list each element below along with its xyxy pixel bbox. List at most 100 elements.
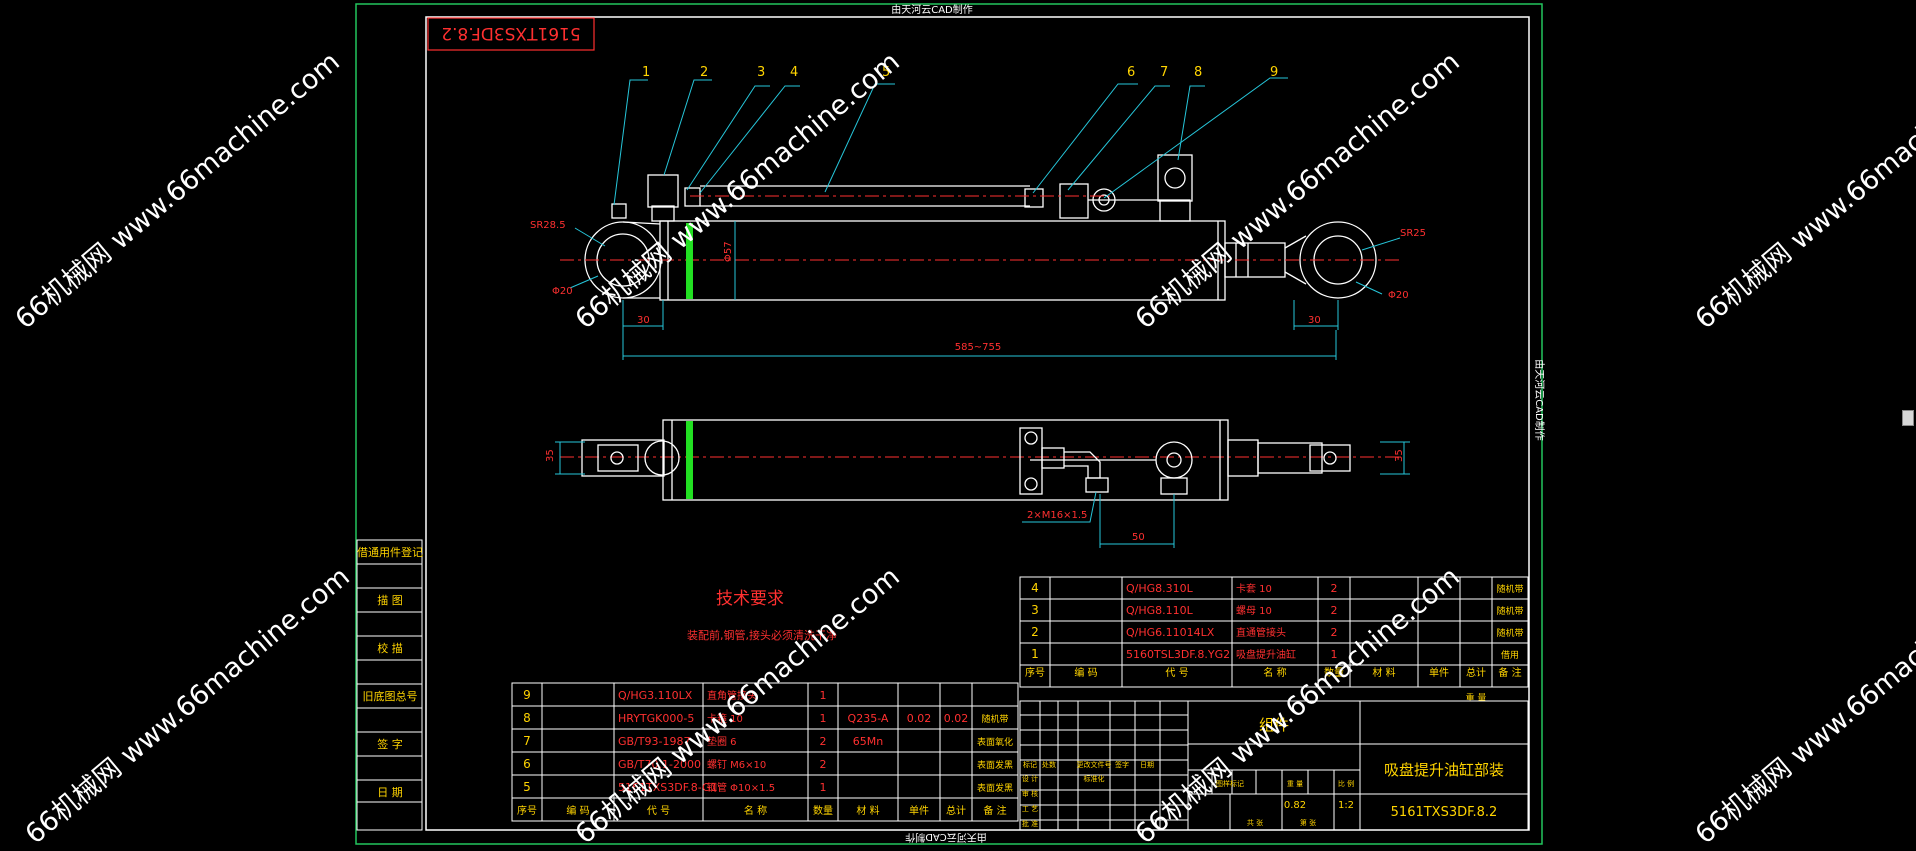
header-cell: 材 料 bbox=[1372, 666, 1395, 679]
callout-6: 6 bbox=[1127, 65, 1135, 80]
leaders bbox=[613, 77, 1288, 206]
callout-7: 7 bbox=[1160, 65, 1168, 80]
part-name: 卡套 10 bbox=[1236, 582, 1272, 595]
sidebar-label: 旧底图总号 bbox=[363, 689, 418, 703]
part-no: 9 bbox=[523, 688, 531, 702]
part-note: 表面发黑 bbox=[977, 782, 1013, 794]
green-marker-top bbox=[686, 223, 693, 299]
sidebar-label: 借通用件登记 bbox=[357, 545, 423, 559]
part-no: 7 bbox=[523, 734, 531, 748]
header-cell: 数量 bbox=[1324, 666, 1344, 679]
tech-req-body: 装配前,钢管,接头必须清洗干净 bbox=[687, 628, 837, 642]
watermark-text: 66机械网 www.66machine.com bbox=[1130, 46, 1466, 335]
dim-dia-right: Φ20 bbox=[1388, 290, 1409, 301]
dim-port-thread: 2×M16×1.5 bbox=[1027, 510, 1087, 521]
part-qty: 2 bbox=[1331, 604, 1338, 617]
dimension-lines-lower bbox=[555, 441, 1410, 548]
header-cell: 单件 bbox=[909, 805, 929, 817]
cylinder-top-view bbox=[581, 419, 1351, 501]
part-note: 随机带 bbox=[1496, 627, 1523, 639]
part-no: 1 bbox=[1031, 647, 1039, 661]
title-label: 工 艺 bbox=[1022, 805, 1038, 813]
dim-pin-right: 30 bbox=[1308, 315, 1321, 326]
part-no: 3 bbox=[1031, 603, 1039, 617]
part-qty: 1 bbox=[1331, 648, 1338, 661]
left-sidebar bbox=[356, 539, 423, 831]
header-cell: 材 料 bbox=[856, 804, 879, 817]
part-note: 随机带 bbox=[981, 713, 1008, 725]
sidebar-label: 校 描 bbox=[377, 641, 403, 655]
header-cell: 代 号 bbox=[1165, 667, 1188, 679]
part-qty: 2 bbox=[820, 758, 827, 771]
callout-2: 2 bbox=[700, 65, 708, 80]
mirrored-code: 5161TXS3DF.8.2 bbox=[441, 23, 580, 43]
dim-stroke: 585~755 bbox=[955, 342, 1002, 353]
part-qty: 2 bbox=[820, 735, 827, 748]
part-no: 2 bbox=[1031, 625, 1039, 639]
part-code: 5160TSL3DF.8.YG2 bbox=[1126, 648, 1230, 661]
header-cell: 序号 bbox=[1025, 666, 1045, 679]
title-label: 处数 bbox=[1042, 760, 1056, 769]
side-credit: 由天河云CAD制作 bbox=[1533, 359, 1546, 441]
part-name: 螺母 10 bbox=[1236, 605, 1272, 617]
part-code: Q/HG8.110L bbox=[1126, 604, 1194, 617]
part-code: 5161TXS3DF.8-G1 bbox=[618, 781, 718, 794]
part-note: 表面氧化 bbox=[977, 736, 1013, 748]
part-name: 钢管 Φ10×1.5 bbox=[707, 781, 775, 794]
sidebar-label: 日 期 bbox=[377, 786, 403, 799]
sidebar-label: 描 图 bbox=[377, 593, 403, 607]
part-code: GB/T93-1987 bbox=[618, 735, 690, 748]
title-scale: 1:2 bbox=[1338, 800, 1354, 811]
title-label: 第 张 bbox=[1300, 818, 1316, 827]
title-label: 签字 bbox=[1115, 760, 1129, 769]
sidebar-label: 签 字 bbox=[377, 737, 403, 751]
part-no: 6 bbox=[523, 757, 531, 771]
part-weight: 0.02 bbox=[907, 712, 932, 725]
watermark-text: 66机械网 www.66machine.com bbox=[1690, 561, 1916, 847]
header-cell: 备 注 bbox=[1498, 666, 1521, 679]
watermark-text: 66机械网 www.66machine.com bbox=[20, 561, 356, 847]
dim-ear-left: 35 bbox=[545, 449, 556, 462]
part-qty: 2 bbox=[1331, 626, 1338, 639]
part-name: 直角管接头 bbox=[707, 689, 757, 702]
part-total: 0.02 bbox=[944, 712, 969, 725]
header-cell: 备 注 bbox=[983, 804, 1006, 817]
top-credit: 由天河云CAD制作 bbox=[891, 3, 973, 16]
title-type: 组件 bbox=[1259, 716, 1289, 734]
part-material: 65Mn bbox=[853, 735, 883, 748]
title-label: 设 计 bbox=[1022, 774, 1038, 783]
dim-pin-left: 30 bbox=[637, 315, 650, 326]
header-cell: 总计 bbox=[946, 804, 966, 817]
callout-1: 1 bbox=[642, 65, 650, 80]
part-name: 垫圈 6 bbox=[707, 735, 737, 748]
part-note: 表面发黑 bbox=[977, 759, 1013, 771]
scrollbar-thumb[interactable] bbox=[1902, 410, 1914, 426]
title-label: 批 准 bbox=[1022, 819, 1038, 828]
title-block-frame bbox=[1019, 700, 1529, 831]
bottom-credit: 由天河云CAD制作 bbox=[905, 831, 987, 844]
dim-ear-right: 35 bbox=[1394, 449, 1405, 462]
drawing-name: 吸盘提升油缸部装 bbox=[1384, 761, 1504, 779]
sheet-border bbox=[355, 3, 1543, 845]
title-weight: 0.82 bbox=[1284, 800, 1306, 811]
title-label: 比 例 bbox=[1338, 779, 1354, 788]
part-qty: 1 bbox=[820, 781, 827, 794]
title-label: 标准化 bbox=[1084, 774, 1105, 783]
part-note: 借用 bbox=[1501, 649, 1519, 661]
callout-numbers: 1 2 3 4 5 6 7 8 9 bbox=[642, 65, 1278, 80]
title-label: 日期 bbox=[1140, 761, 1154, 769]
title-label: 标记 bbox=[1023, 760, 1037, 769]
callout-8: 8 bbox=[1194, 65, 1202, 80]
part-name: 直通管接头 bbox=[1236, 626, 1286, 639]
part-qty: 1 bbox=[820, 712, 827, 725]
part-code: Q/HG8.310L bbox=[1126, 582, 1194, 595]
header-cell: 总计 bbox=[1466, 666, 1486, 679]
part-qty: 1 bbox=[820, 689, 827, 702]
part-no: 4 bbox=[1031, 581, 1039, 595]
part-note: 随机带 bbox=[1496, 605, 1523, 617]
part-no: 8 bbox=[523, 711, 531, 725]
callout-5: 5 bbox=[882, 65, 890, 80]
